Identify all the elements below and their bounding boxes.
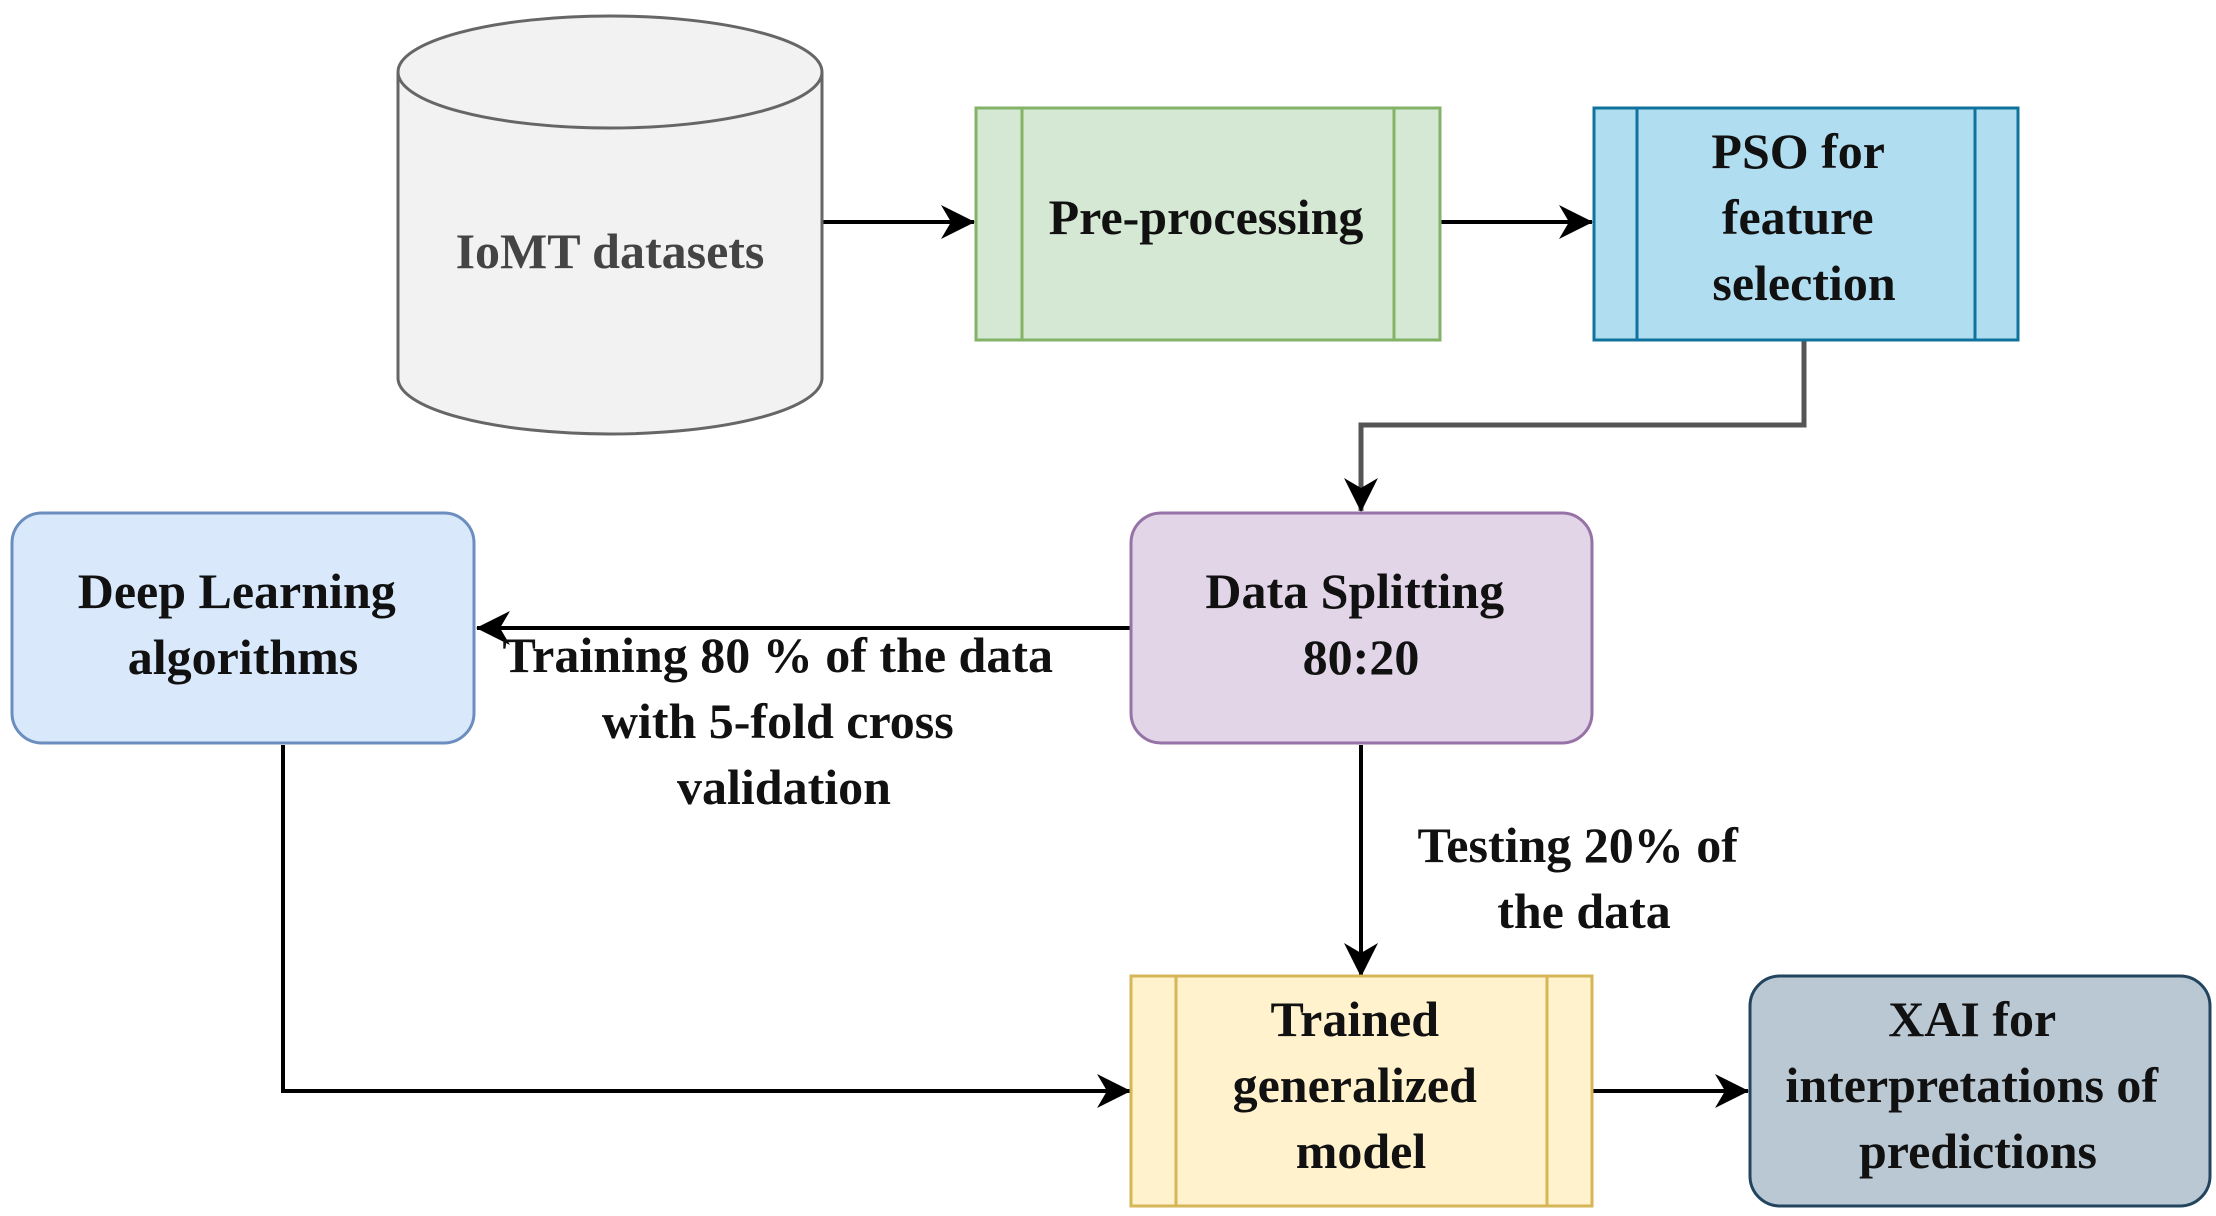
trained-model-label-line: Trained [1270, 991, 1439, 1047]
pso-label-line: selection [1712, 255, 1895, 311]
xai-box [1748, 974, 2212, 1208]
training-edge-label-line: validation [677, 759, 891, 815]
xai-label: XAI for interpretations of predictions [1785, 991, 2170, 1179]
splitting-box [1129, 511, 1594, 745]
edge-deep-learning-to-trained-model [281, 745, 1131, 1108]
datasets-cylinder-body [396, 72, 824, 436]
pso-label-line: feature [1722, 189, 1874, 245]
xai-label-line: XAI for [1888, 991, 2056, 1047]
trained-model-label-line: generalized [1233, 1057, 1478, 1113]
pso-node: PSO for feature selection [1592, 106, 2020, 342]
datasets-label: IoMT datasets [456, 223, 765, 279]
splitting-label: Data Splitting 80:20 [1205, 563, 1516, 685]
testing-edge-label-line: Testing 20% of [1418, 817, 1740, 873]
splitting-label-line: Data Splitting [1205, 563, 1504, 619]
trained-model-node: Trained generalized model [1129, 974, 1594, 1208]
training-edge-label-line: Training 80 % of the data [503, 627, 1054, 683]
pso-label-line: PSO for [1711, 123, 1884, 179]
preprocessing-node: Pre-processing [974, 106, 1442, 342]
trained-model-box [1129, 974, 1594, 1208]
edge-pso-to-splitting [1344, 340, 1807, 512]
deep-learning-label-line: algorithms [128, 629, 359, 685]
pso-label: PSO for feature selection [1711, 123, 1896, 311]
edges [281, 205, 1807, 1108]
training-edge-label: Training 80 % of the data with 5-fold cr… [503, 627, 1066, 815]
xai-label-line: interpretations of [1785, 1057, 2159, 1113]
deep-learning-node: Deep Learning algorithms [10, 511, 476, 745]
testing-edge-label: Testing 20% of the data [1418, 817, 1751, 939]
deep-learning-box [10, 511, 476, 745]
xai-label-line: predictions [1859, 1123, 2097, 1179]
preprocessing-box [974, 106, 1442, 342]
deep-learning-label: Deep Learning algorithms [78, 563, 409, 685]
splitting-label-line: 80:20 [1303, 629, 1420, 685]
datasets-cylinder-top [396, 14, 824, 130]
xai-node: XAI for interpretations of predictions [1748, 974, 2212, 1208]
trained-model-label: Trained generalized model [1233, 991, 1490, 1179]
testing-edge-label-line: the data [1497, 883, 1671, 939]
datasets-node: IoMT datasets [396, 14, 824, 436]
training-edge-label-line: with 5-fold cross [602, 693, 954, 749]
preprocessing-label: Pre-processing [1049, 189, 1364, 245]
trained-model-label-line: model [1296, 1123, 1427, 1179]
deep-learning-label-line: Deep Learning [78, 563, 396, 619]
splitting-node: Data Splitting 80:20 [1129, 511, 1594, 745]
pso-box [1592, 106, 2020, 342]
